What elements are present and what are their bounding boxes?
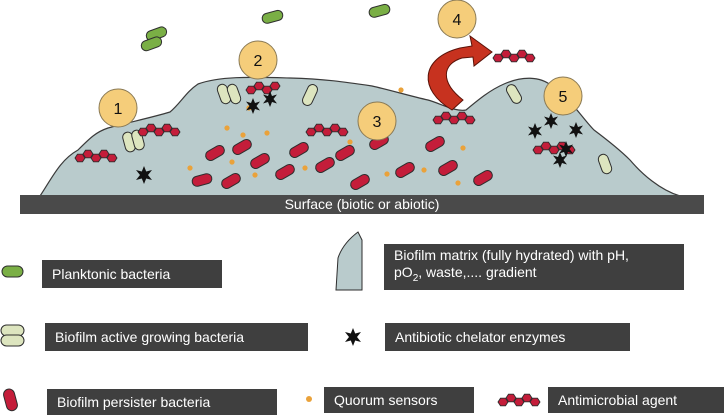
step-marker-4: 4 [453, 12, 462, 29]
persister-bacterium [232, 139, 252, 155]
efflux-arrow [427, 34, 493, 111]
persister-bacterium [250, 153, 270, 169]
legend-active-label: Biofilm active growing bacteria [45, 323, 308, 351]
quorum-dot [421, 167, 427, 173]
persister-bacterium [438, 160, 458, 176]
quorum-dot [187, 165, 193, 171]
persister-bacterium [191, 173, 213, 187]
quorum-dot [302, 165, 308, 171]
step-marker-5-circle [543, 76, 583, 116]
planktonic-bacterium [368, 3, 391, 18]
legend-antimicrobial-icon [497, 393, 541, 407]
quorum-dot [240, 132, 246, 138]
antimicrobial-chain [492, 49, 536, 63]
legend-persister-label: Biofilm persister bacteria [47, 389, 277, 415]
legend-matrix-icon [335, 231, 363, 291]
chelator-star [569, 122, 583, 138]
active-bacterium [506, 84, 522, 104]
step-marker-1-circle [98, 88, 138, 128]
surface-bar [20, 195, 704, 214]
legend-chelator-label: Antibiotic chelator enzymes [385, 323, 630, 351]
persister-bacterium [221, 173, 241, 189]
step-marker-4-circle [437, 0, 477, 39]
legend-antimicrobial-text: Antimicrobial agent [558, 391, 678, 408]
persister-bacterium [275, 164, 295, 180]
chelator-enzyme-group [136, 91, 583, 184]
step-marker-5: 5 [559, 89, 568, 106]
chelator-star [544, 113, 558, 129]
quorum-dot [384, 171, 390, 177]
legend-matrix-text-2: pO2, waste,.... gradient [394, 264, 537, 284]
persister-bacterium [473, 170, 493, 186]
step-marker-2: 2 [254, 53, 263, 70]
legend-active-icon [0, 324, 25, 337]
quorum-dot [347, 139, 353, 145]
step-marker-3-circle [357, 101, 397, 141]
legend-quorum-icon [306, 396, 312, 402]
chelator-star [263, 91, 277, 107]
legend-chelator-icon [345, 328, 361, 346]
legend-planktonic-text: Planktonic bacteria [52, 265, 171, 282]
chelator-star [246, 98, 260, 114]
quorum-dot [460, 145, 466, 151]
legend-matrix-text-1: Biofilm matrix (fully hydrated) with pH, [394, 247, 629, 264]
active-bacterium [301, 84, 319, 106]
quorum-dot [398, 87, 404, 93]
legend-planktonic-icon [1, 265, 24, 278]
persister-bacterium [289, 142, 309, 158]
legend-planktonic-label: Planktonic bacteria [42, 260, 222, 288]
chelator-star [559, 141, 573, 157]
surface-label: Surface (biotic or abiotic) [284, 196, 440, 212]
legend-matrix-label: Biofilm matrix (fully hydrated) with pH,… [384, 244, 684, 290]
persister-bacterium [335, 145, 355, 161]
persister-bacteria-group [191, 134, 493, 190]
chelator-star [136, 166, 152, 184]
legend-antimicrobial-label: Antimicrobial agent [548, 387, 724, 413]
planktonic-bacterium [140, 36, 163, 52]
quorum-dot [455, 180, 461, 186]
chelator-star [528, 123, 542, 139]
planktonic-bacteria-group [140, 3, 391, 52]
quorum-dot [252, 172, 258, 178]
legend-quorum-text: Quorum sensors [334, 391, 438, 408]
legend-active-icon [0, 334, 25, 347]
active-bacterium [597, 153, 613, 175]
legend-active-text: Biofilm active growing bacteria [55, 328, 245, 345]
persister-bacterium [350, 174, 370, 190]
quorum-dot [264, 130, 270, 136]
legend-quorum-label: Quorum sensors [324, 387, 474, 413]
step-marker-2-circle [238, 40, 278, 80]
quorum-dot [229, 159, 235, 165]
arrow-body [427, 34, 493, 111]
step-markers: 1 2 3 4 5 [98, 0, 583, 141]
persister-bacterium [315, 157, 335, 173]
legend-persister-text: Biofilm persister bacteria [57, 393, 211, 410]
planktonic-bacterium [261, 9, 284, 24]
chelator-star [553, 152, 567, 168]
step-marker-1: 1 [114, 101, 123, 118]
legend-persister-icon [3, 388, 18, 412]
active-bacterium [226, 83, 242, 105]
legend-symbols [0, 231, 541, 412]
step-marker-3: 3 [373, 114, 382, 131]
persister-bacterium [395, 162, 415, 178]
persister-bacterium [205, 145, 225, 161]
persister-bacterium [425, 136, 445, 152]
legend-chelator-text: Antibiotic chelator enzymes [395, 328, 566, 345]
quorum-dot [224, 125, 230, 131]
